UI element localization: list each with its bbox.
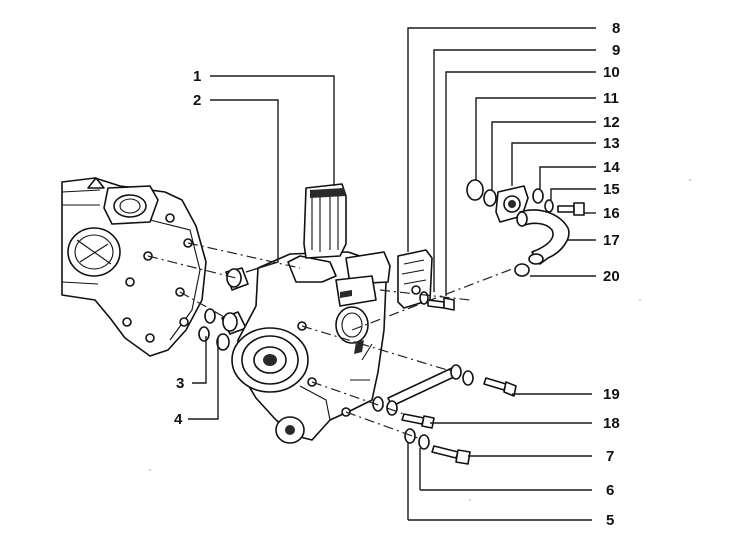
plug-20 bbox=[514, 263, 530, 277]
assembly-center-lines bbox=[147, 242, 521, 439]
washer-5 bbox=[404, 428, 416, 444]
callout-13: 13 bbox=[603, 135, 620, 152]
callout-8: 8 bbox=[612, 20, 620, 37]
callout-11: 11 bbox=[603, 90, 619, 107]
callout-3: 3 bbox=[176, 375, 184, 392]
callout-17: 17 bbox=[603, 232, 620, 249]
engine-block bbox=[61, 177, 207, 357]
callout-2: 2 bbox=[193, 92, 201, 109]
o-ring-seals bbox=[198, 308, 216, 342]
scan-specks bbox=[149, 179, 691, 501]
washer-6 bbox=[418, 434, 430, 450]
callout-20: 20 bbox=[603, 268, 620, 285]
callout-5: 5 bbox=[606, 512, 614, 529]
washer-15 bbox=[544, 199, 554, 213]
callout-6: 6 bbox=[606, 482, 614, 499]
callout-15: 15 bbox=[603, 181, 620, 198]
bolt-16 bbox=[557, 202, 585, 216]
callout-labels: 1 2 3 4 5 6 7 8 9 10 11 12 13 14 15 16 1… bbox=[174, 20, 620, 529]
callout-12: 12 bbox=[603, 114, 620, 131]
leader-lines bbox=[188, 27, 596, 521]
spacer-rod bbox=[372, 364, 474, 416]
bolt-7 bbox=[431, 445, 471, 465]
pump-housing bbox=[231, 251, 391, 444]
o-ring-12 bbox=[483, 189, 497, 207]
o-ring-11 bbox=[466, 179, 484, 201]
pipe-17 bbox=[516, 209, 570, 265]
bolt-18 bbox=[401, 413, 435, 429]
callout-19: 19 bbox=[603, 386, 620, 403]
washer-14 bbox=[532, 188, 544, 204]
callout-18: 18 bbox=[603, 415, 620, 432]
callout-9: 9 bbox=[612, 42, 620, 59]
dowel-sleeve-lower bbox=[216, 311, 247, 351]
screw-10 bbox=[427, 297, 455, 311]
callout-14: 14 bbox=[603, 159, 620, 176]
callout-1: 1 bbox=[193, 68, 201, 85]
bolt-19 bbox=[483, 377, 517, 397]
callout-7: 7 bbox=[606, 448, 614, 465]
callout-10: 10 bbox=[603, 64, 620, 81]
washer-10 bbox=[419, 291, 429, 305]
callout-16: 16 bbox=[603, 205, 620, 222]
callout-4: 4 bbox=[174, 411, 183, 428]
dowel-sleeve-upper bbox=[225, 267, 249, 291]
thermostat-element bbox=[303, 183, 347, 259]
